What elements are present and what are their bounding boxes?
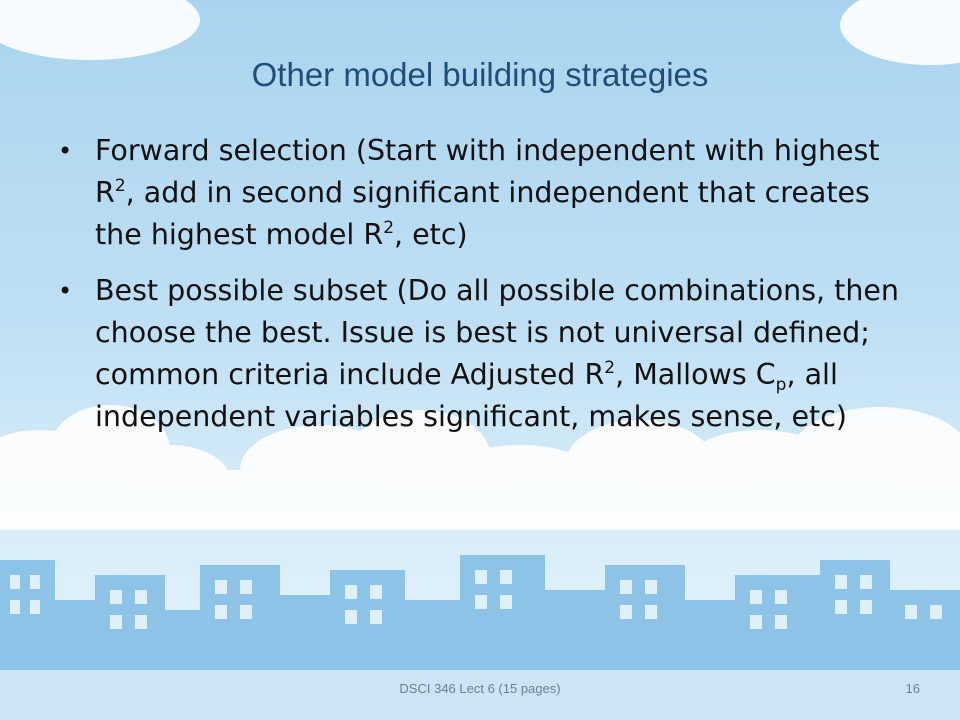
bullet-text: , add in second significant independent … xyxy=(95,176,870,251)
bullet-icon: • xyxy=(58,137,73,165)
superscript: 2 xyxy=(114,176,126,196)
superscript: 2 xyxy=(604,358,616,378)
subscript: p xyxy=(775,375,787,395)
bullet-text: , Mallows C xyxy=(615,358,776,391)
bullet-text: , etc) xyxy=(394,218,468,251)
slide-title: Other model building strategies xyxy=(251,56,709,93)
superscript: 2 xyxy=(383,218,395,238)
bullet-best-subset: • Best possible subset (Do all possible … xyxy=(58,270,908,438)
footer-band xyxy=(0,670,960,720)
building-windows-decoration xyxy=(10,570,942,629)
bullet-list: • Forward selection (Start with independ… xyxy=(58,130,908,452)
bullet-icon: • xyxy=(58,277,73,305)
bullet-forward-selection: • Forward selection (Start with independ… xyxy=(58,130,908,256)
bullet-text: , all independent variables significant,… xyxy=(95,358,847,433)
bullet-text: Forward selection (Start with independen… xyxy=(95,134,880,209)
page-number: 16 xyxy=(905,681,920,696)
clouds-decoration xyxy=(0,0,960,530)
bullet-text: Best possible subset (Do all possible co… xyxy=(95,274,899,391)
footer-text: DSCI 346 Lect 6 (15 pages) xyxy=(399,681,561,696)
